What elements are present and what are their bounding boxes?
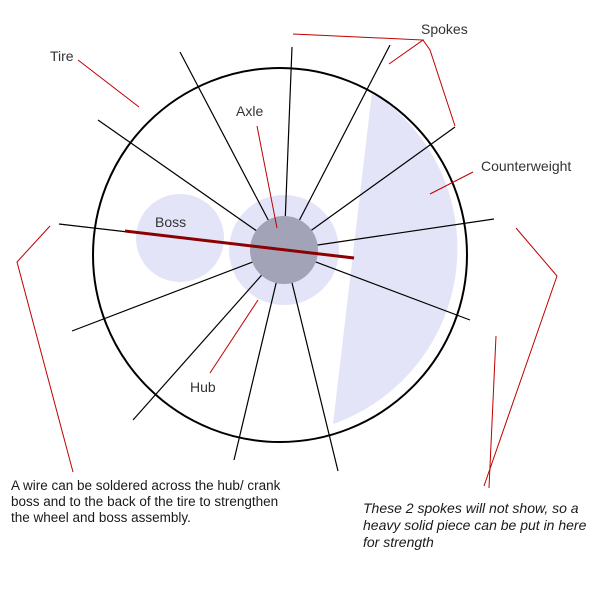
spokes-note: These 2 spokes will not show, so a heavy…: [363, 500, 587, 550]
counterweight-leader: [429, 171, 474, 195]
boss-label: Boss: [155, 214, 186, 230]
wire-note-leader: [16, 225, 74, 473]
spoke: [233, 249, 285, 461]
spokes-note-leader: [488, 335, 497, 489]
wire-bar: [124, 229, 355, 260]
spokes-note-leader: [483, 227, 558, 487]
spokes-label: Spokes: [421, 21, 468, 37]
spoke: [71, 249, 285, 332]
spoke: [283, 218, 495, 251]
spoke: [283, 249, 339, 472]
counterweight-segment: [333, 92, 458, 424]
tire-leader: [77, 59, 140, 108]
spoke: [283, 44, 391, 251]
axle-leader: [256, 125, 278, 229]
spoke: [97, 119, 285, 251]
hub-leader: [209, 299, 259, 374]
counterweight-label: Counterweight: [481, 158, 571, 174]
spokes-leader: [292, 33, 425, 65]
spoke: [283, 126, 456, 251]
wire-note: A wire can be soldered across the hub/ c…: [11, 478, 281, 525]
tire-label: Tire: [50, 48, 74, 64]
hub-label: Hub: [190, 379, 216, 395]
spokes-leader: [422, 39, 456, 127]
leader-lines: [16, 33, 558, 489]
axle-label: Axle: [236, 103, 263, 119]
tire-outline: [92, 67, 468, 443]
spoke: [132, 249, 285, 421]
spokes-group: [58, 44, 495, 472]
spoke: [179, 51, 285, 251]
